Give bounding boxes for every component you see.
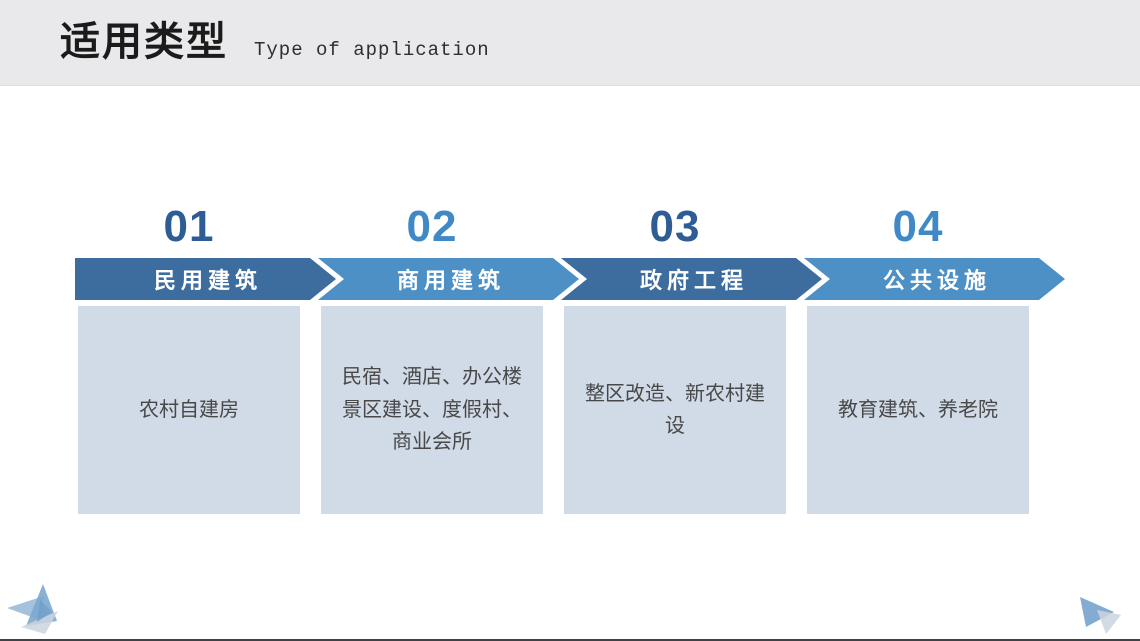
section-column-3: 03 政府工程 整区改造、新农村建 设	[564, 0, 786, 641]
slide-header-band: 适用类型 Type of application	[0, 0, 1140, 86]
section-description: 整区改造、新农村建 设	[585, 382, 765, 437]
section-column-1: 01 民用建筑 农村自建房	[78, 0, 300, 641]
section-number: 02	[406, 202, 458, 251]
section-description: 农村自建房	[139, 398, 239, 421]
section-card: 教育建筑、养老院	[807, 306, 1029, 514]
section-arrow-banner: 民用建筑	[75, 258, 336, 300]
section-card: 农村自建房	[78, 306, 300, 514]
section-card: 民宿、酒店、办公楼 景区建设、度假村、 商业会所	[321, 306, 543, 514]
section-card: 整区改造、新农村建 设	[564, 306, 786, 514]
section-column-2: 02 商用建筑 民宿、酒店、办公楼 景区建设、度假村、 商业会所	[321, 0, 543, 641]
section-number: 01	[163, 202, 215, 251]
section-description: 民宿、酒店、办公楼 景区建设、度假村、 商业会所	[342, 366, 522, 454]
section-arrow-banner: 商用建筑	[318, 258, 579, 300]
paper-plane-icon-bottom-left	[7, 584, 58, 634]
section-arrow-label: 公共设施	[882, 268, 991, 293]
section-arrow-banner: 政府工程	[561, 258, 822, 300]
slide-title: 适用类型	[60, 20, 228, 64]
paper-plane-icon-bottom-right	[1080, 597, 1121, 634]
section-column-4: 04 公共设施 教育建筑、养老院	[807, 0, 1029, 641]
section-number: 03	[649, 202, 701, 251]
section-arrow-banner: 公共设施	[804, 258, 1065, 300]
title-row: 适用类型 Type of application	[60, 20, 490, 64]
section-arrow-label: 民用建筑	[153, 268, 262, 293]
section-arrow-label: 政府工程	[639, 268, 748, 293]
section-description: 教育建筑、养老院	[838, 398, 998, 421]
section-number: 04	[892, 202, 944, 251]
slide-subtitle: Type of application	[254, 39, 490, 61]
section-arrow-label: 商用建筑	[396, 268, 505, 293]
